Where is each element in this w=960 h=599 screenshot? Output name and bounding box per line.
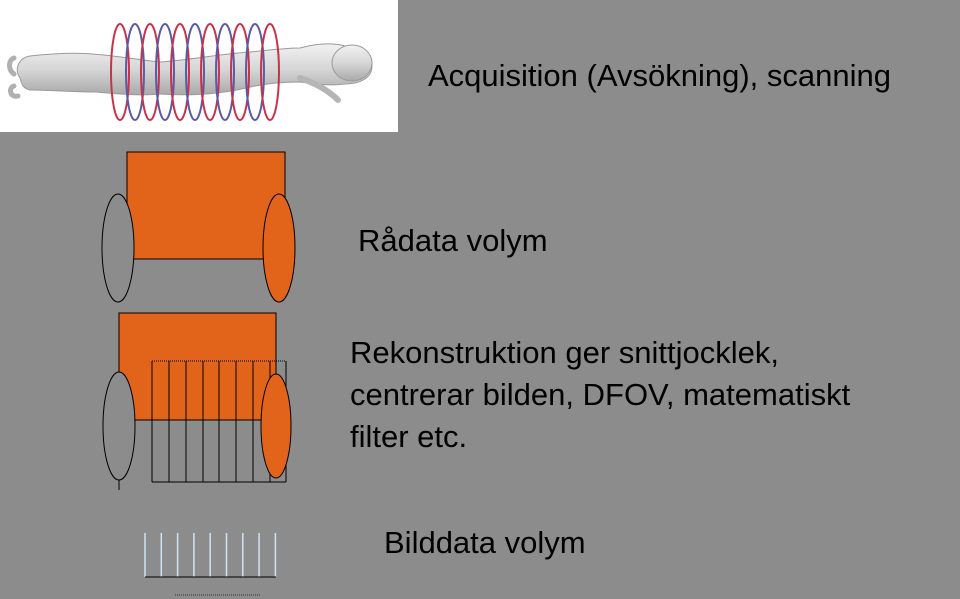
image-volume-slices [144,533,277,577]
reconstruction-line-2: centrerar bilden, DFOV, matematiskt [350,377,851,412]
scanner-ring [245,23,265,121]
scanner-ring [170,23,190,121]
patient-feet [7,55,21,99]
scanner-ring [185,23,205,121]
reconstruction-text: Rekonstruktion ger snittjocklek, centrer… [350,332,850,458]
patient-scan-figure [7,23,373,121]
scanner-ring [230,23,250,121]
raw-volume-box [126,151,286,260]
scanner-ring [215,23,235,121]
scanner-ring [140,23,160,121]
reconstruction-line-1: Rekonstruktion ger snittjocklek, [350,335,780,370]
raw-volume-label: Rådata volym [358,223,548,258]
reconstruction-line-3: filter etc. [350,419,468,454]
recon-volume-box [118,312,277,421]
patient-head [331,44,373,82]
scanner-ring [155,23,175,121]
scanner-ring [200,23,220,121]
recon-volume-left-end [102,371,136,481]
raw-volume-left-end [101,193,135,303]
scanner-ring [260,23,280,121]
scanner-ring [110,23,130,121]
recon-volume-right-end [260,373,292,479]
raw-volume-right-end [262,193,296,303]
scanner-rings [110,23,280,121]
scanner-illustration [0,0,398,132]
image-volume-label: Bilddata volym [384,525,586,560]
patient-arm [297,75,341,103]
acquisition-label: Acquisition (Avsökning), scanning [428,58,891,93]
scanner-ring [125,23,145,121]
